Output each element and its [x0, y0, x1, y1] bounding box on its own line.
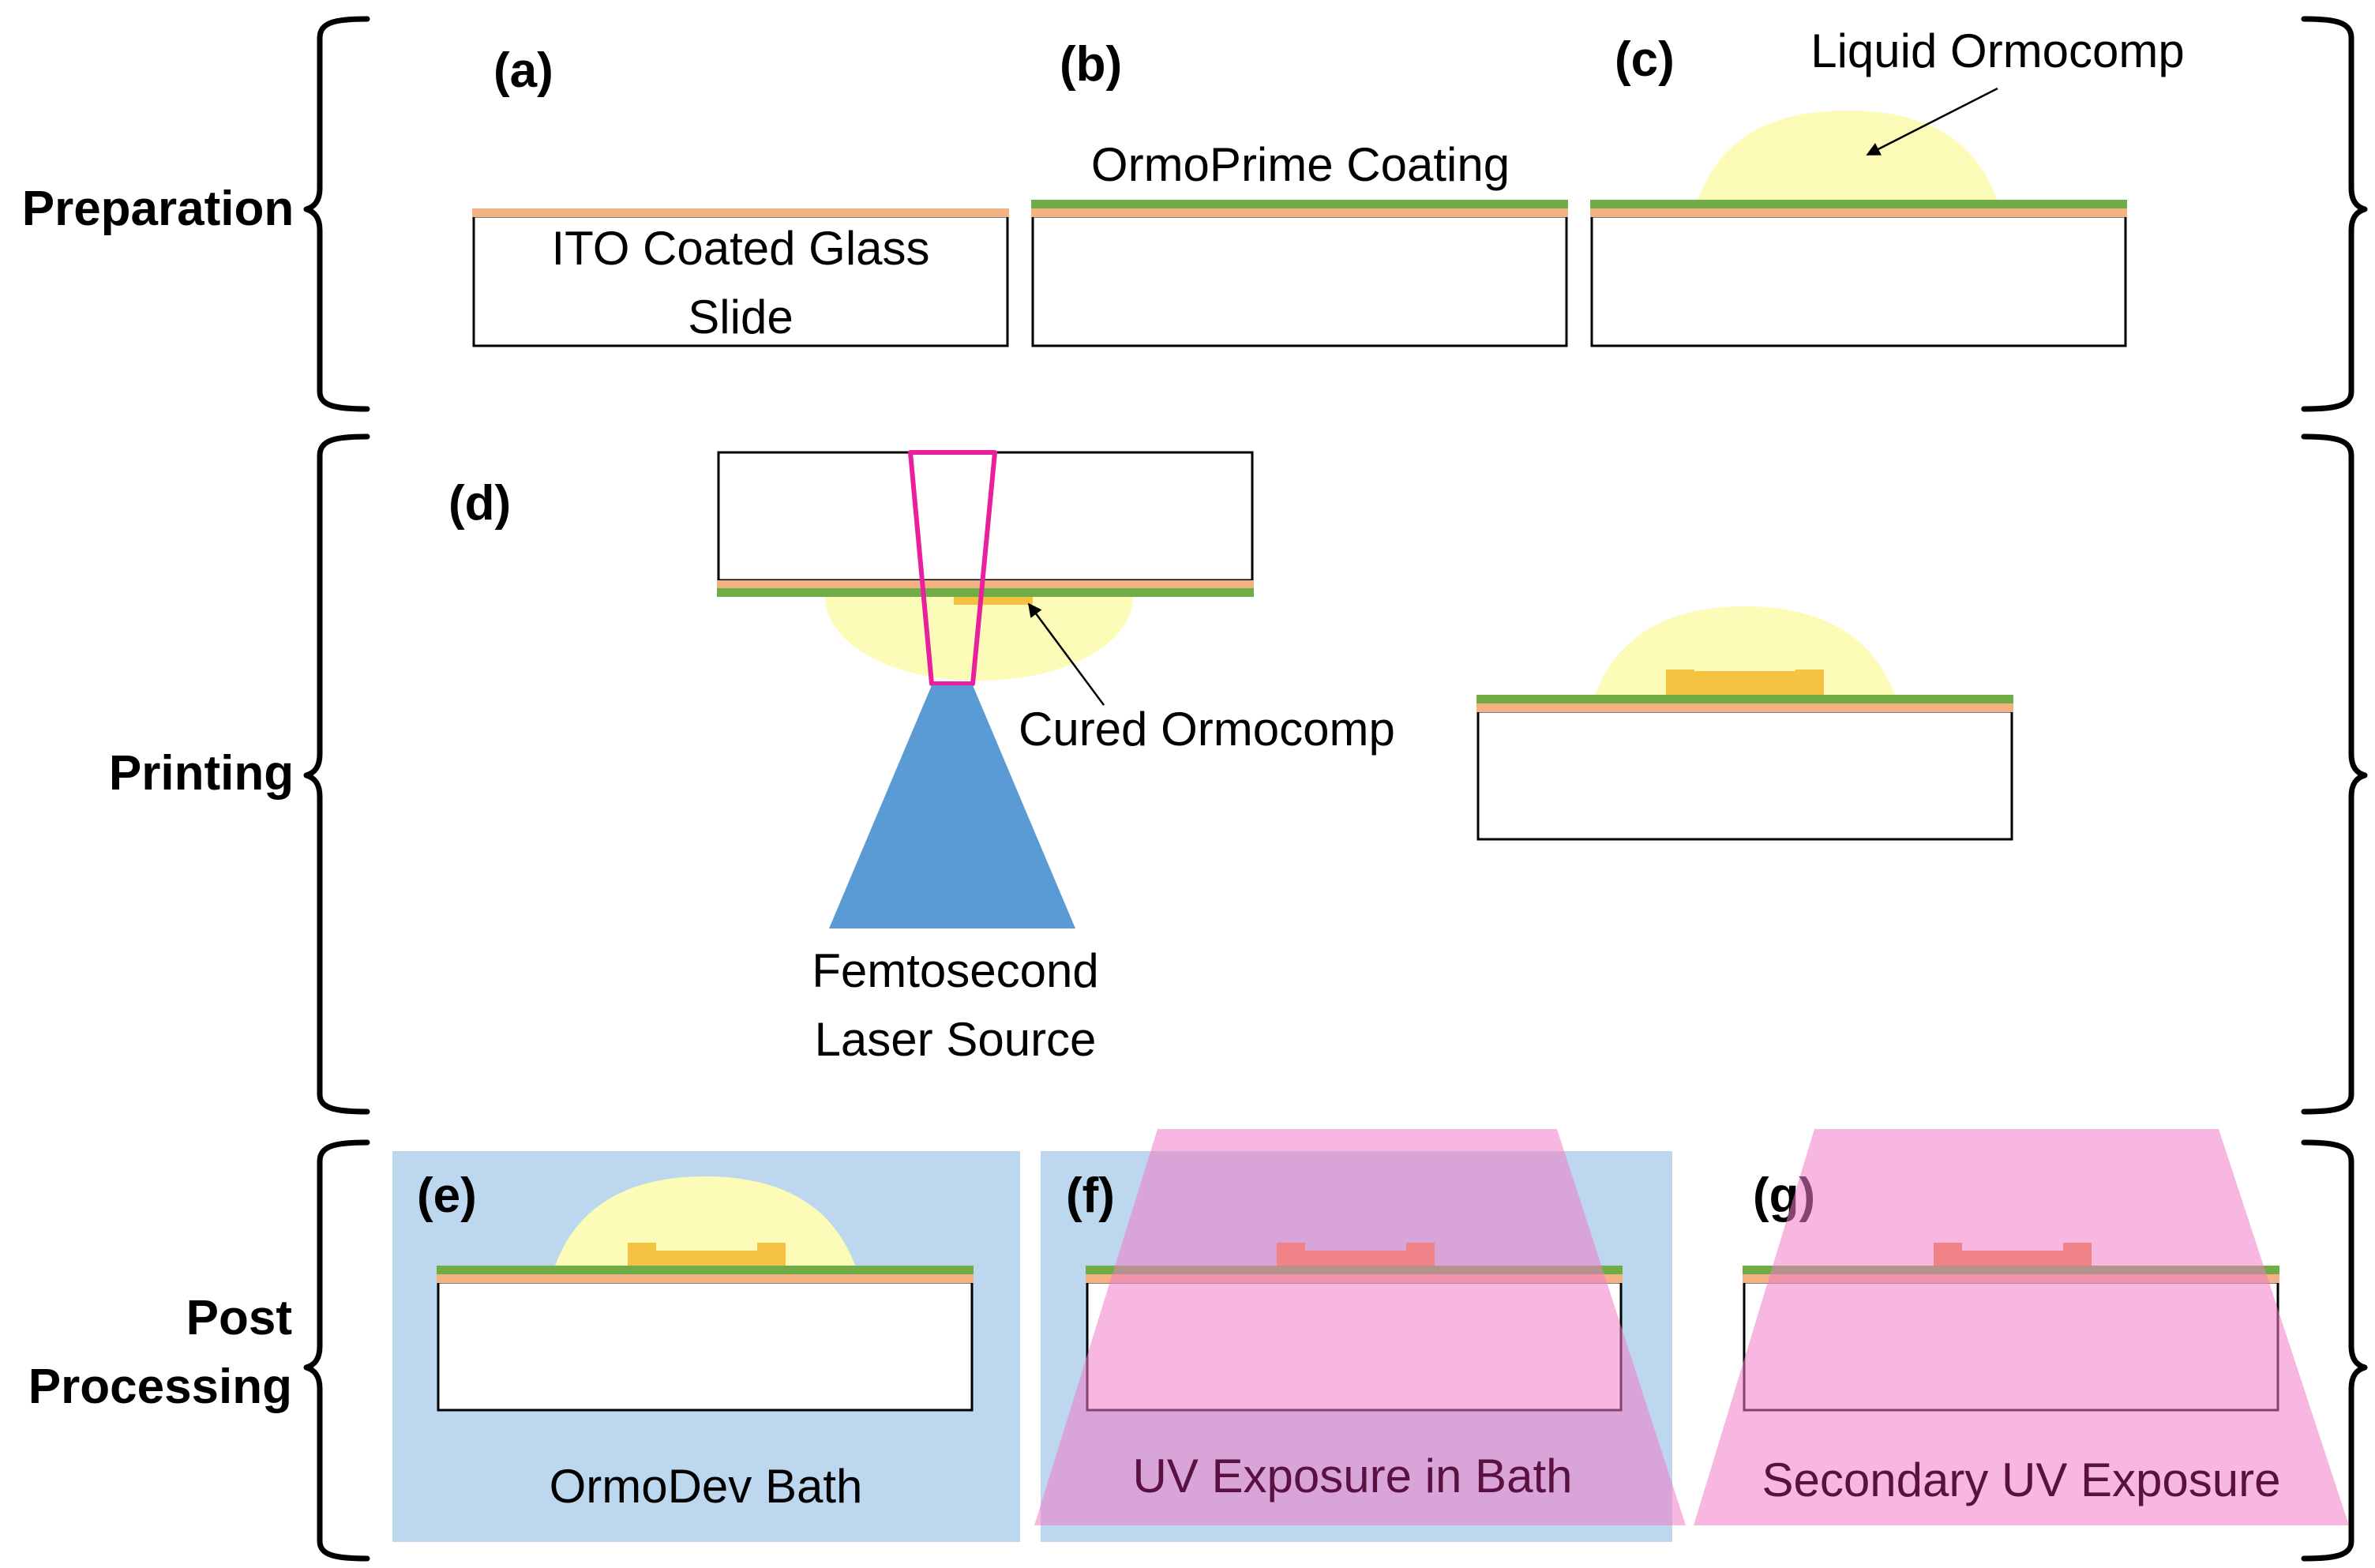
glass-slide — [437, 1281, 974, 1412]
section-label-post-processing-line1: Post — [186, 1291, 292, 1345]
ormoprime-layer — [1476, 695, 2013, 703]
section-label-preparation: Preparation — [22, 182, 295, 236]
ormoprime-layer — [1590, 200, 2127, 208]
glass-slide — [1476, 710, 2013, 841]
liquid-ormocomp-arrow-icon — [1866, 87, 1998, 156]
cured-ormocomp-arrow-icon — [1027, 602, 1105, 706]
ormodev-bath-caption: OrmoDev Bath — [550, 1460, 863, 1513]
panel-g: (g) Secondary UV Exposure — [1694, 1129, 2349, 1525]
glass-slide — [1031, 215, 1568, 347]
panel-label-a: (a) — [493, 43, 553, 98]
cured-ormocomp-post-left — [1666, 670, 1694, 695]
ormoprime-layer — [437, 1266, 974, 1274]
section-label-post-processing-line2: Processing — [28, 1360, 292, 1414]
left-brace-icon — [303, 1139, 370, 1562]
preparation-bracket — [303, 16, 2368, 412]
secondary-uv-caption: Secondary UV Exposure — [1762, 1454, 2280, 1506]
right-brace-icon — [2301, 433, 2368, 1115]
panel-f: (f) UV Exposure in Bath — [1034, 1129, 1686, 1542]
left-brace-icon — [303, 433, 370, 1115]
panel-e: (e) OrmoDev Bath — [392, 1151, 1020, 1542]
panel-label-c: (c) — [1615, 32, 1675, 87]
uv-light-beam — [1034, 1129, 1686, 1525]
cured-ormocomp-structure — [628, 1251, 786, 1266]
liquid-ormocomp-caption: Liquid Ormocomp — [1810, 24, 2185, 77]
laser-caption-line2: Laser Source — [815, 1013, 1097, 1066]
glass-slide — [1590, 215, 2127, 347]
panel-label-d: (d) — [448, 476, 511, 531]
panel-label-e: (e) — [417, 1168, 477, 1223]
cured-ormocomp-print — [954, 597, 1033, 605]
panel-d: (d) Cured Ormocomp Femtosecond Laser Sou… — [448, 450, 2013, 1066]
ito-slide-caption-line1: ITO Coated Glass — [551, 222, 929, 275]
left-brace-icon — [303, 16, 370, 412]
ito-layer — [717, 580, 1254, 588]
panel-label-f: (f) — [1066, 1168, 1115, 1223]
ormoprime-layer — [717, 588, 1254, 597]
ito-layer — [437, 1274, 974, 1283]
femtosecond-laser-icon — [829, 685, 1075, 928]
cured-ormocomp-post-right — [757, 1243, 786, 1266]
cured-ormocomp-post-left — [628, 1243, 656, 1266]
right-brace-icon — [2301, 16, 2368, 412]
uv-light-beam — [1694, 1129, 2349, 1525]
liquid-ormocomp-droplet — [1698, 111, 1998, 201]
uv-bath-caption: UV Exposure in Bath — [1133, 1450, 1573, 1502]
laser-caption-line1: Femtosecond — [812, 944, 1099, 997]
ito-layer — [472, 208, 1009, 217]
cured-ormocomp-post-right — [1795, 670, 1824, 695]
ormoprime-caption: OrmoPrime Coating — [1091, 138, 1510, 191]
ito-layer — [1476, 703, 2013, 712]
printing-bracket — [303, 433, 2368, 1115]
cured-ormocomp-caption: Cured Ormocomp — [1019, 703, 1395, 756]
ito-slide-caption-line2: Slide — [688, 291, 793, 343]
ito-layer — [1031, 208, 1568, 217]
section-label-printing: Printing — [109, 746, 294, 801]
ito-layer — [1590, 208, 2127, 217]
post-processing-bracket — [303, 1139, 2368, 1562]
glass-slide — [472, 215, 1009, 347]
right-brace-icon — [2301, 1139, 2368, 1562]
ormoprime-layer — [1031, 200, 1568, 208]
panel-label-b: (b) — [1060, 37, 1122, 92]
panel-a: (a) ITO Coated Glass Slide — [472, 43, 1009, 347]
panel-c: (c) Liquid Ormocomp — [1590, 24, 2185, 347]
panel-b: (b) OrmoPrime Coating — [1031, 37, 1568, 347]
